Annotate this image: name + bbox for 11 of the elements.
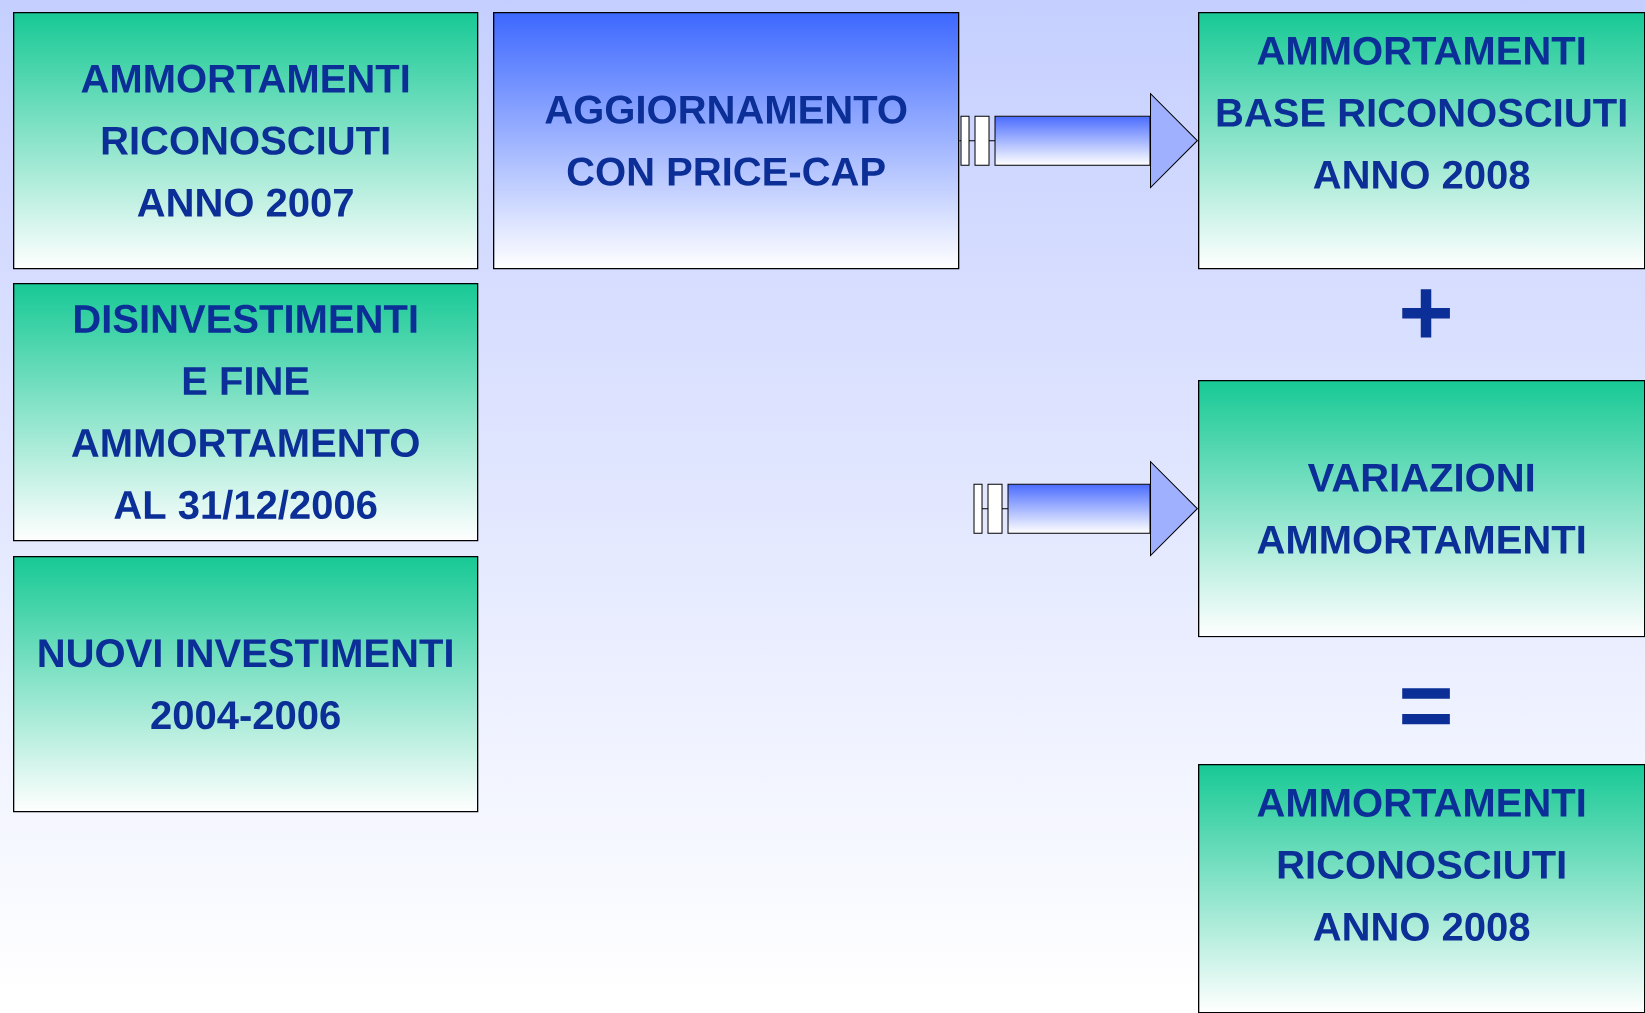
process-box: AMMORTAMENTI RICONOSCIUTI ANNO 2007 — [13, 12, 479, 270]
process-box: AGGIORNAMENTO CON PRICE-CAP — [493, 12, 960, 270]
process-box: AMMORTAMENTI RICONOSCIUTI ANNO 2008 — [1198, 764, 1645, 1013]
block-arrow — [973, 461, 1198, 557]
plus-sign: + — [1402, 289, 1450, 338]
equals-sign: = — [1402, 688, 1450, 725]
block-arrow — [958, 93, 1198, 189]
process-box: AMMORTAMENTI BASE RICONOSCIUTI ANNO 2008 — [1198, 12, 1645, 270]
process-box: NUOVI INVESTIMENTI 2004-2006 — [13, 556, 479, 813]
process-box: DISINVESTIMENTI E FINE AMMORTAMENTO AL 31/12/2006 — [13, 283, 479, 542]
process-box: VARIAZIONI AMMORTAMENTI — [1198, 380, 1645, 638]
